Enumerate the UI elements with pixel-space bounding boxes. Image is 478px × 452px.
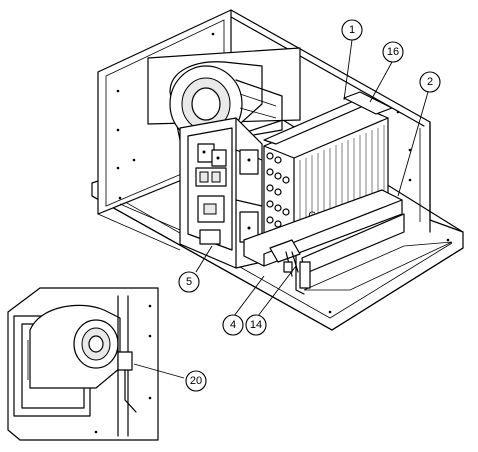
mounting-holes (116, 32, 450, 314)
callout-4: 4 (222, 314, 244, 336)
callout-14: 14 (245, 314, 267, 336)
coil-tube-ends (266, 152, 290, 228)
callout-16: 16 (382, 41, 404, 63)
callout-20: 20 (185, 370, 207, 392)
callout-14-label: 14 (250, 319, 262, 331)
callout-20-label: 20 (190, 375, 202, 387)
main-blower-housing (169, 61, 283, 143)
front-right-panel (295, 213, 453, 295)
coil-top-brackets (263, 91, 393, 145)
callout-1: 1 (341, 19, 363, 41)
callout-2-label: 2 (427, 76, 433, 88)
callout-5: 5 (178, 271, 200, 293)
main-cabinet-assembly: C (91, 9, 464, 331)
callout-2: 2 (419, 71, 441, 93)
detail-inset-blower (7, 287, 159, 441)
inset-component-20 (117, 351, 133, 371)
callout-5-label: 5 (186, 276, 192, 288)
control-box (179, 117, 263, 269)
callout-leaders (133, 39, 429, 379)
callout-1-label: 1 (349, 24, 355, 36)
callout-4-label: 4 (230, 319, 236, 331)
callout-16-label: 16 (387, 46, 399, 58)
